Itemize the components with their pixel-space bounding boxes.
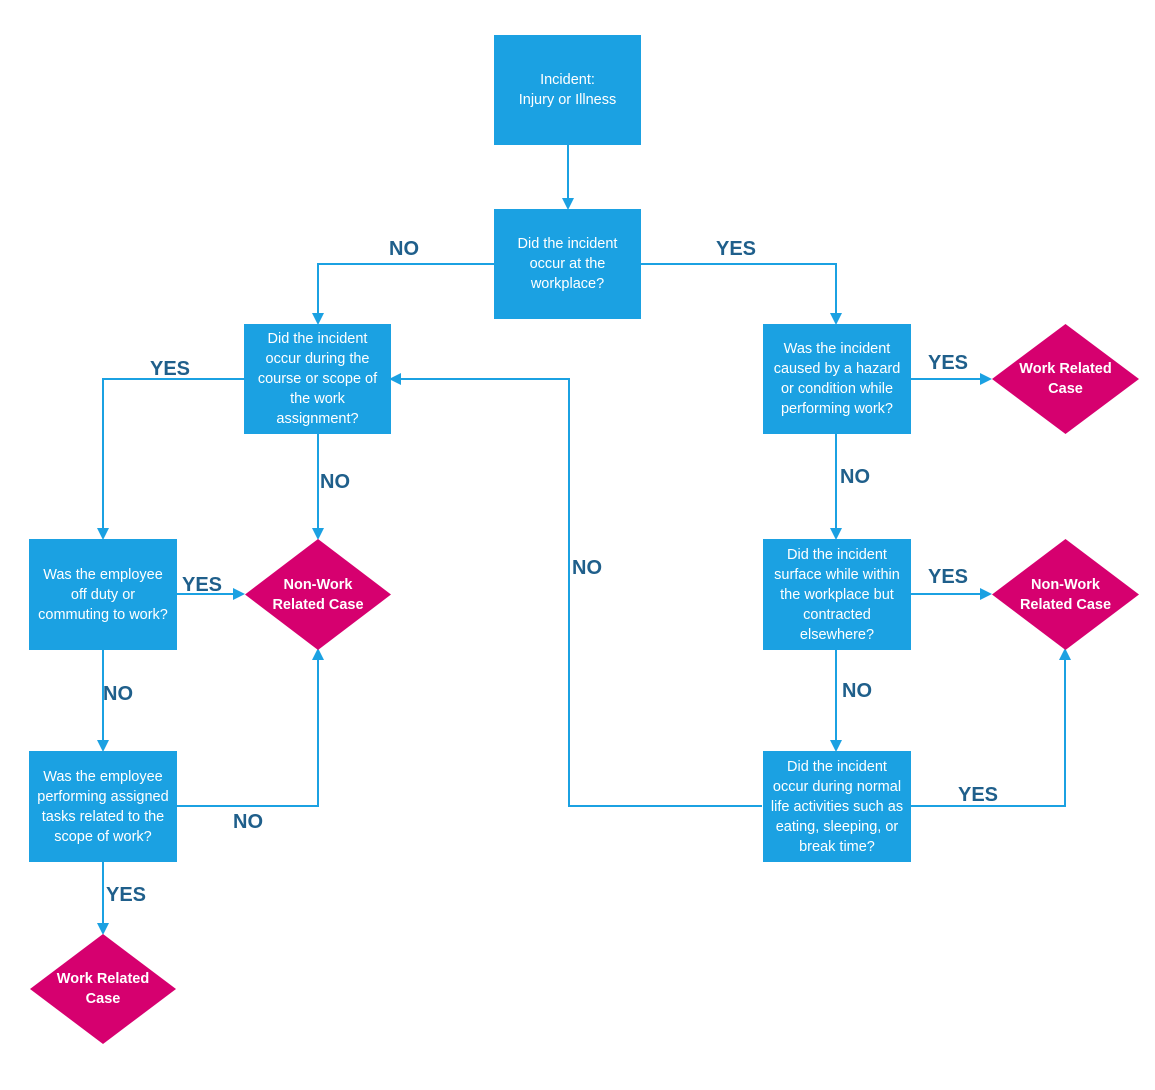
- edge-label-loop-no: NO: [572, 557, 602, 579]
- life-activities-question: Did the incident occur during normal lif…: [763, 751, 911, 862]
- outcome-label: Non-Work Related Case: [272, 576, 364, 613]
- edge-label-surface-no: NO: [842, 680, 872, 702]
- work-assignment-question: Did the incident occur during the course…: [244, 324, 391, 434]
- edge-label-off-duty-no: NO: [103, 683, 133, 705]
- edge-label-surface-yes: YES: [928, 566, 969, 588]
- non-work-related-outcome-left: Non-Work Related Case: [245, 539, 391, 650]
- outcome-label: Non-Work Related Case: [1019, 576, 1112, 613]
- edge-label-life-yes: YES: [958, 784, 999, 806]
- edge-label-assignment-yes: YES: [150, 358, 191, 380]
- edge-label-assigned-tasks-yes: YES: [106, 884, 147, 906]
- edge-life-yes: [911, 648, 1071, 807]
- outcome-label: Work Related Case: [1019, 361, 1112, 397]
- work-related-outcome-bottom-left: Work Related Case: [30, 934, 176, 1044]
- edge-label-off-duty-yes: YES: [182, 574, 223, 596]
- edge-workplace-yes: [641, 263, 842, 325]
- assigned-tasks-question: Was the employee performing assigned tas…: [29, 751, 177, 862]
- edge-workplace-no: [312, 263, 494, 325]
- edge-label-workplace-yes: YES: [716, 238, 757, 260]
- edge-assigned-tasks-no: [177, 648, 324, 807]
- edge-label-hazard-yes: YES: [928, 352, 969, 374]
- off-duty-question: Was the employee off duty or commuting t…: [29, 539, 177, 650]
- workplace-question: Did the incident occur at the workplace?: [494, 209, 641, 319]
- surface-question: Did the incident surface while within th…: [763, 539, 911, 650]
- start-node: Incident: Injury or Illness: [494, 35, 641, 145]
- edge-label-workplace-no: NO: [389, 238, 419, 260]
- edge-assignment-yes: [97, 378, 244, 540]
- non-work-related-outcome-right: Non-Work Related Case: [992, 539, 1139, 650]
- edge-label-assignment-no: NO: [320, 471, 350, 493]
- edge-label-hazard-no: NO: [840, 466, 870, 488]
- edge-label-assigned-tasks-no: NO: [233, 811, 263, 833]
- edge-life-no-loop: [389, 373, 762, 807]
- hazard-question: Was the incident caused by a hazard or c…: [763, 324, 911, 434]
- work-related-outcome-right: Work Related Case: [992, 324, 1139, 434]
- outcome-label: Work Related Case: [56, 971, 150, 1007]
